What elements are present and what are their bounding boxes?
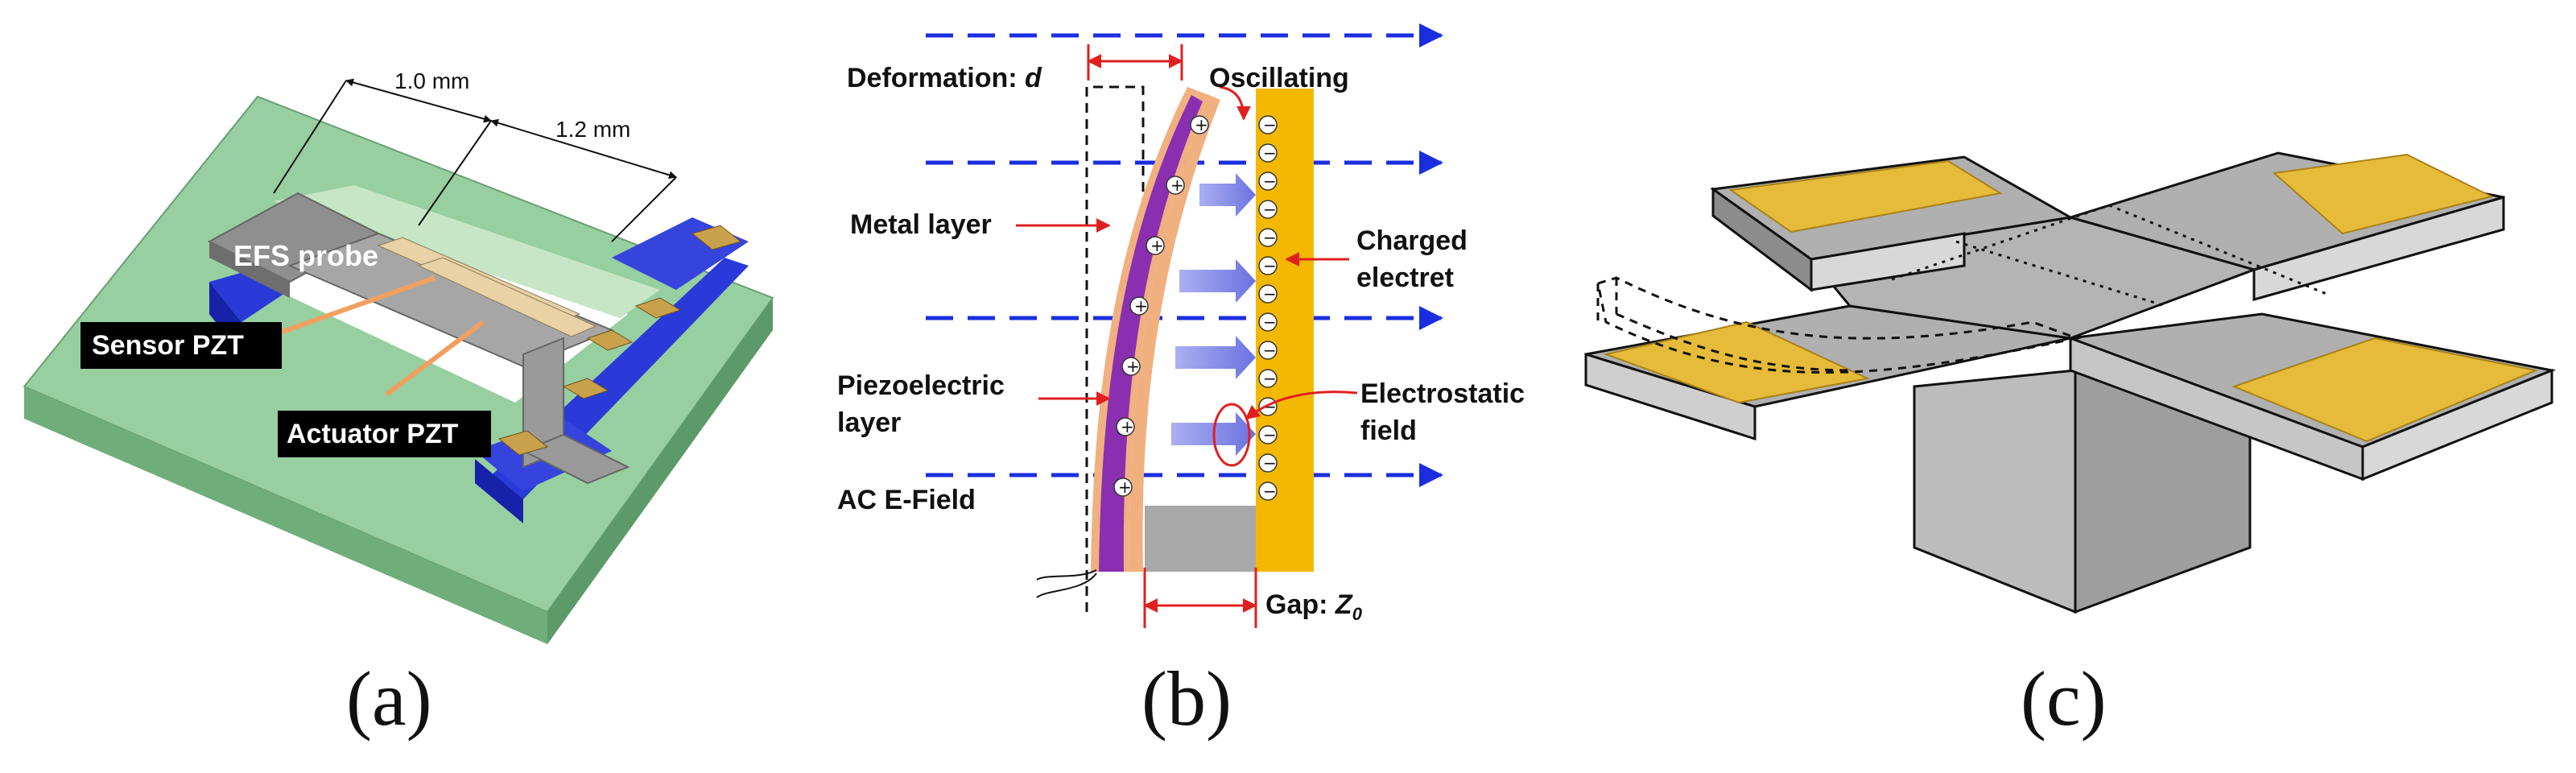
svg-text:−: − [1263, 369, 1277, 388]
panel-b-caption: (b) [1141, 655, 1232, 742]
svg-text:−: − [1263, 256, 1277, 275]
svg-text:+: + [1195, 115, 1208, 134]
svg-text:−: − [1263, 228, 1277, 247]
svg-text:+: + [1121, 417, 1134, 436]
electrostatic-label-line1: Electrostatic [1360, 378, 1525, 409]
panel-c-caption: (c) [2021, 655, 2107, 742]
substrate-window-inner [274, 185, 660, 318]
cantilever-arm-bottom [521, 433, 630, 485]
sensor-pzt-label-box [80, 322, 282, 369]
actuator-pzt-pointer [385, 320, 485, 397]
electrode-bottom-right [2231, 337, 2539, 443]
undeformed-outline [1085, 85, 1145, 612]
ac-field-label: AC E-Field [837, 485, 976, 515]
contact-pad-2 [586, 329, 634, 351]
actuator-pzt-label: Actuator PZT [287, 419, 459, 449]
dimension-extension-3 [611, 176, 677, 242]
sensor-pzt-label: Sensor PZT [92, 330, 244, 361]
blue-frame-right-side [475, 459, 523, 523]
metal-layer-inner [1129, 95, 1220, 572]
contact-pad-5 [497, 430, 549, 456]
piezo-base-block [1145, 506, 1256, 572]
svg-text:−: − [1263, 143, 1277, 163]
metal-layer-label: Metal layer [850, 209, 992, 240]
electrostatic-field-highlight [1212, 403, 1251, 467]
svg-text:+: + [1118, 477, 1132, 497]
svg-text:−: − [1263, 341, 1277, 360]
contact-pad-4 [691, 225, 742, 250]
piezo-label-line1: Piezoelectric [837, 370, 1005, 401]
dimension-1-text: 1.0 mm [394, 68, 469, 93]
deformation-label: Deformation: d [847, 63, 1042, 93]
svg-text:−: − [1263, 425, 1277, 444]
svg-text:+: + [1170, 176, 1184, 195]
contact-pad-3 [562, 378, 609, 399]
green-substrate-left-side [24, 386, 547, 644]
efs-probe-label: EFS probe [233, 239, 378, 272]
lead-wire-2 [1036, 573, 1097, 598]
support-cube-front [1913, 369, 2077, 614]
dimension-line-1 [345, 78, 492, 123]
electrode-bottom-left [1603, 320, 1871, 404]
dimension-extension-2 [418, 120, 492, 226]
dimension-extension-1 [273, 80, 347, 194]
lead-wire-1 [1036, 569, 1097, 581]
arm-side-top-left-front [1810, 232, 1966, 291]
minus-charges: − − − − − − − − − − − − − − [1258, 115, 1278, 501]
svg-text:−: − [1263, 482, 1277, 501]
deformed-arm-outline [1596, 276, 2082, 374]
svg-text:−: − [1263, 200, 1277, 219]
piezo-layer [1099, 95, 1203, 572]
green-substrate-right-side [547, 298, 773, 644]
electrostatic-pointer [1245, 391, 1358, 420]
plus-charges: + + + + + + + [1113, 115, 1209, 497]
electrode-top-right [2272, 153, 2494, 235]
panel-a-caption: (a) [346, 655, 432, 742]
actuator-pzt-label-box [278, 411, 491, 457]
dimension-2-text: 1.2 mm [555, 117, 630, 142]
dotted-centerline-1 [1891, 204, 2110, 281]
svg-text:+: + [1134, 296, 1148, 316]
charged-label-line2: electret [1356, 262, 1454, 293]
gap-label: Gap: Z0 [1265, 589, 1363, 624]
panel-a: 1.0 mm 1.2 mm EFS probe Sensor PZT Actua… [23, 68, 774, 742]
dotted-centerline-3 [2108, 204, 2327, 296]
svg-text:−: − [1263, 284, 1277, 304]
svg-text:−: − [1263, 453, 1277, 473]
arm-side-bottom-right-left [2069, 336, 2364, 482]
svg-text:−: − [1263, 312, 1277, 332]
svg-text:+: + [1126, 357, 1140, 376]
svg-text:−: − [1263, 115, 1277, 134]
deformed-arm-inner [1616, 312, 1852, 372]
oscillating-label: Oscillating [1209, 63, 1349, 93]
charged-label-line1: Charged [1356, 225, 1468, 256]
dimension-line-2 [490, 118, 677, 180]
arm-side-top-right [2252, 196, 2505, 301]
piezo-label-line2: layer [837, 407, 901, 438]
dotted-centerline-2 [1955, 240, 2166, 308]
svg-text:−: − [1263, 172, 1277, 191]
electrostatic-label-line2: field [1360, 415, 1417, 446]
panel-c: (c) [1584, 151, 2557, 742]
actuator-pzt-strip [417, 257, 597, 337]
contact-pad-1 [634, 297, 682, 319]
efs-probe-side [209, 242, 290, 298]
svg-text:+: + [1150, 236, 1164, 255]
electrode-top-left [1728, 159, 2003, 234]
panel-b: + + + + + + + − − − − − − − [837, 23, 1525, 742]
arm-side-bottom-left [1584, 352, 1757, 441]
oscillating-arrow [1219, 85, 1251, 121]
